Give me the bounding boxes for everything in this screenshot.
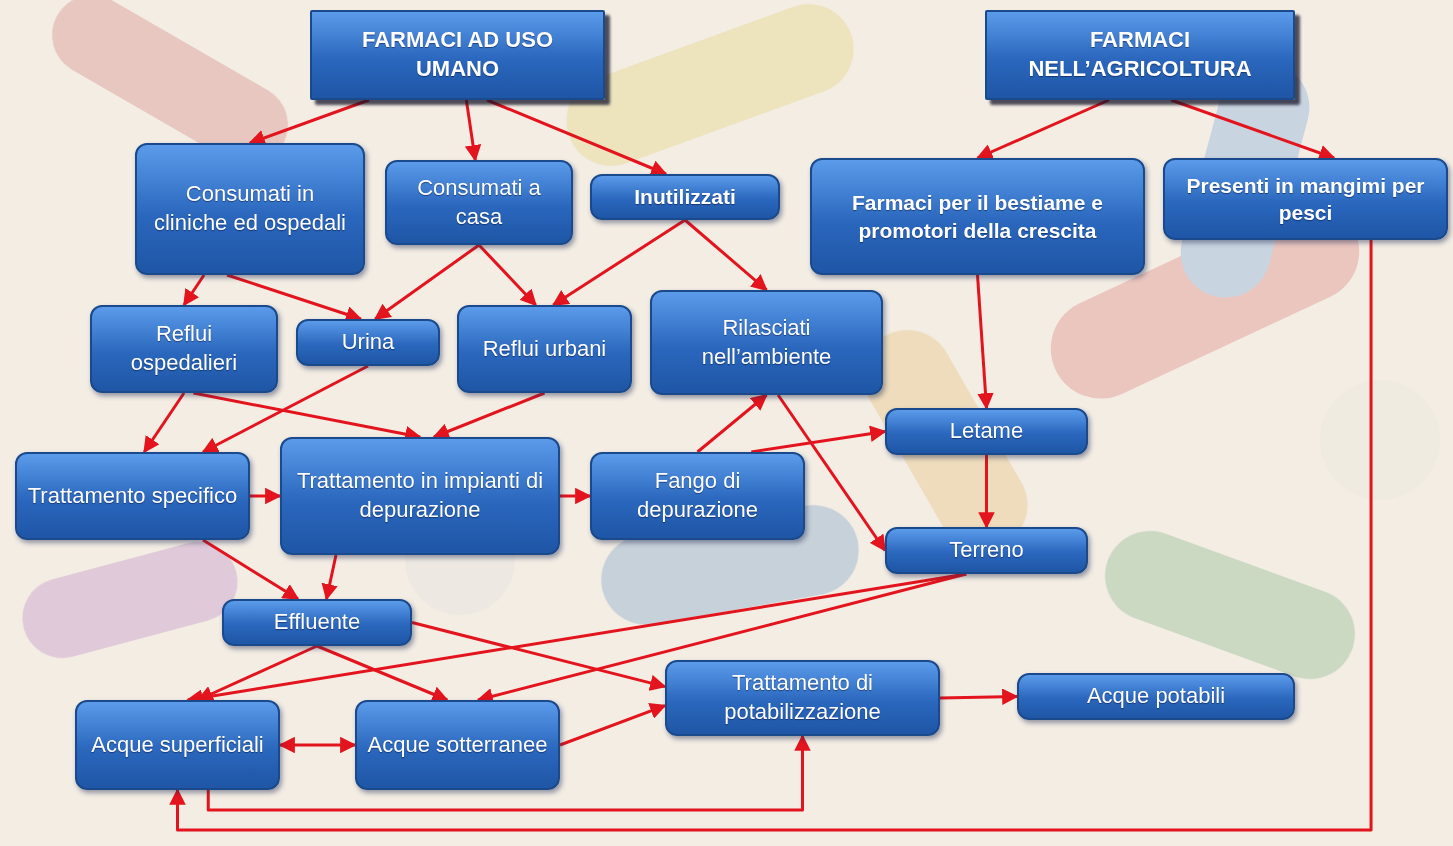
flow-arrow (978, 275, 987, 408)
node-label: Inutilizzati (634, 183, 736, 210)
process-box: Rilasciati nell’ambiente (650, 290, 883, 395)
node-label: Rilasciati nell’ambiente (662, 314, 871, 371)
process-box: Inutilizzati (590, 174, 780, 220)
node-label: FARMACI NELL’AGRICOLTURA (1015, 26, 1265, 83)
node-label: Urina (342, 328, 395, 357)
flow-arrow (317, 646, 447, 700)
process-box: Presenti in mangimi per pesci (1163, 158, 1448, 240)
node-label: Reflui urbani (483, 335, 607, 364)
node-label: Terreno (949, 536, 1024, 565)
title-box: FARMACI NELL’AGRICOLTURA (985, 10, 1295, 100)
node-label: Acque superficiali (91, 731, 263, 760)
flow-arrow (184, 275, 204, 305)
flow-arrow (479, 245, 536, 305)
process-box: Farmaci per il bestiame e promotori dell… (810, 158, 1145, 275)
flow-arrow (198, 646, 317, 700)
node-label: Letame (950, 417, 1023, 446)
flow-arrow (327, 555, 337, 599)
flow-arrow (560, 495, 590, 498)
process-box: Consumati a casa (385, 160, 573, 245)
flow-arrow (434, 393, 545, 437)
flow-arrow (250, 100, 369, 143)
node-label: Effluente (274, 608, 360, 637)
node-label: Reflui ospedalieri (102, 320, 266, 377)
flow-arrow (250, 495, 280, 498)
title-box: FARMACI AD USO UMANO (310, 10, 605, 100)
flow-arrow (144, 393, 184, 452)
flow-arrow (985, 455, 988, 527)
process-box: Terreno (885, 527, 1088, 574)
node-label: Consumati a casa (397, 174, 561, 231)
process-box: Effluente (222, 599, 412, 646)
node-label: Consumati in cliniche ed ospedali (147, 180, 353, 237)
process-box: Fango di depurazione (590, 452, 805, 540)
process-box: Consumati in cliniche ed ospedali (135, 143, 365, 275)
node-label: Acque sotterranee (368, 731, 548, 760)
process-box: Urina (296, 319, 440, 366)
node-label: Acque potabili (1087, 682, 1225, 711)
process-box: Letame (885, 408, 1088, 455)
pill-illustration (13, 0, 1440, 692)
flow-arrow (685, 220, 767, 290)
process-box: Trattamento specifico (15, 452, 250, 540)
node-label: Presenti in mangimi per pesci (1175, 172, 1436, 227)
flow-arrow (560, 706, 665, 745)
flow-arrow (940, 697, 1017, 699)
flow-arrow (751, 432, 885, 453)
flow-arrow (978, 100, 1110, 158)
node-label: Fango di depurazione (602, 467, 793, 524)
process-box: Acque superficiali (75, 700, 280, 790)
flow-arrow (412, 623, 665, 687)
node-label: Trattamento di potabilizzazione (677, 669, 928, 726)
process-box: Reflui ospedalieri (90, 305, 278, 393)
flow-arrow (1171, 100, 1334, 158)
flow-arrow (698, 395, 767, 452)
flow-arrow (466, 100, 475, 160)
process-box: Trattamento in impianti di depurazione (280, 437, 560, 555)
process-box: Reflui urbani (457, 305, 632, 393)
process-box: Trattamento di potabilizzazione (665, 660, 940, 736)
flow-arrow (280, 744, 355, 747)
node-label: FARMACI AD USO UMANO (340, 26, 575, 83)
flow-arrow (178, 240, 1372, 830)
node-label: Trattamento specifico (28, 482, 238, 511)
process-box: Acque potabili (1017, 673, 1295, 720)
node-label: Trattamento in impianti di depurazione (292, 467, 548, 524)
process-box: Acque sotterranee (355, 700, 560, 790)
node-label: Farmaci per il bestiame e promotori dell… (822, 189, 1133, 244)
